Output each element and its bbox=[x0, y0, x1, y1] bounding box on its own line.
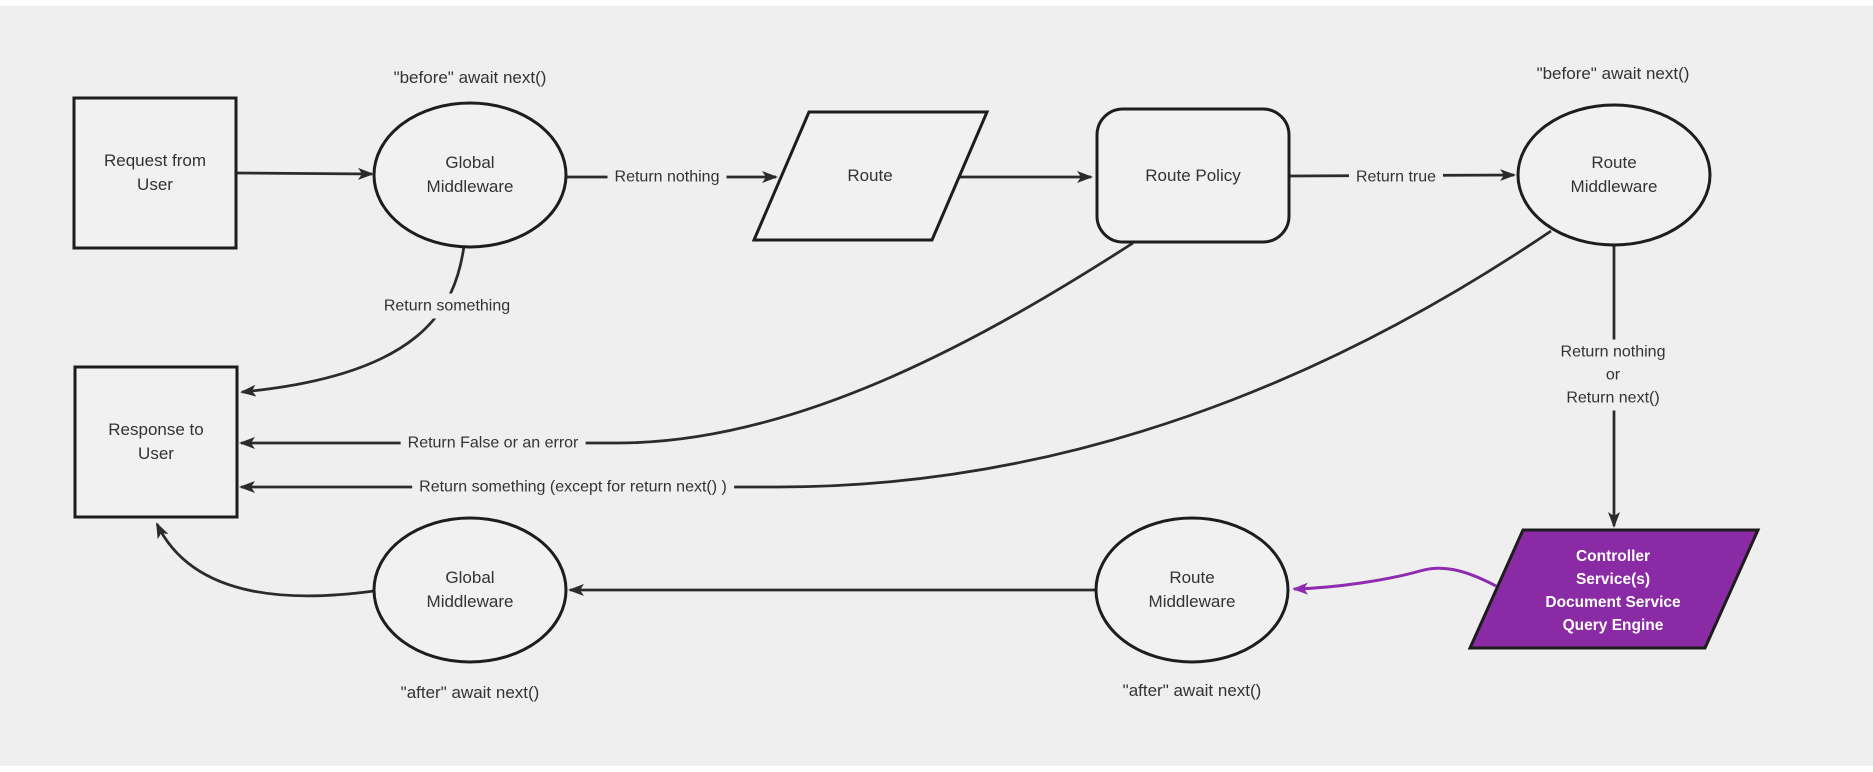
return-something-edge-label: Return something bbox=[376, 293, 518, 319]
return-nothing-or-next-edge-label: Return nothing or Return next() bbox=[1553, 339, 1673, 411]
request-from-user-label: Request from User bbox=[103, 151, 207, 194]
edge-global-middleware-bottom-to-response bbox=[155, 522, 375, 598]
route-policy-label: Route Policy bbox=[1145, 166, 1241, 185]
before-await-next-annotation-route: "before" await next() bbox=[1536, 64, 1690, 83]
return-false-edge-label: Return False or an error bbox=[400, 430, 586, 456]
edge-request-to-global-middleware bbox=[235, 167, 374, 180]
before-await-next-annotation-global: "before" await next() bbox=[393, 68, 547, 87]
global-middleware-top-label: Global Middleware bbox=[426, 153, 514, 196]
return-nothing-edge-label: Return nothing bbox=[607, 164, 727, 190]
global-middleware-bottom-label: Global Middleware bbox=[426, 568, 514, 611]
node-response-to-user bbox=[73, 365, 239, 519]
edge-controller-to-route-middleware-bottom bbox=[1292, 566, 1497, 595]
edge-global-middleware-return-something bbox=[240, 245, 466, 397]
response-to-user-label: Response to User bbox=[108, 420, 204, 463]
route-middleware-bottom-label: Route Middleware bbox=[1148, 568, 1236, 611]
controller-services-label: Controller Service(s) Document Service Q… bbox=[1545, 548, 1681, 634]
node-controller-services bbox=[1467, 528, 1761, 650]
route-middleware-top-label: Route Middleware bbox=[1570, 153, 1658, 196]
edge-route-middleware-return-something-except bbox=[239, 229, 1552, 493]
after-await-next-annotation-route: "after" await next() bbox=[1122, 681, 1262, 700]
route-label: Route bbox=[847, 166, 893, 185]
return-something-except-edge-label: Return something (except for return next… bbox=[412, 474, 734, 500]
node-request-from-user bbox=[72, 96, 238, 250]
node-route-middleware-bottom bbox=[1094, 516, 1290, 664]
edge-route-policy-return-false bbox=[239, 241, 1134, 449]
after-await-next-annotation-global: "after" await next() bbox=[400, 683, 540, 702]
node-global-middleware-bottom bbox=[372, 516, 568, 664]
return-true-edge-label: Return true bbox=[1348, 164, 1444, 190]
node-route-middleware-top bbox=[1516, 103, 1712, 247]
node-route bbox=[751, 110, 990, 242]
node-route-policy bbox=[1095, 107, 1291, 244]
node-global-middleware-top bbox=[372, 101, 568, 249]
